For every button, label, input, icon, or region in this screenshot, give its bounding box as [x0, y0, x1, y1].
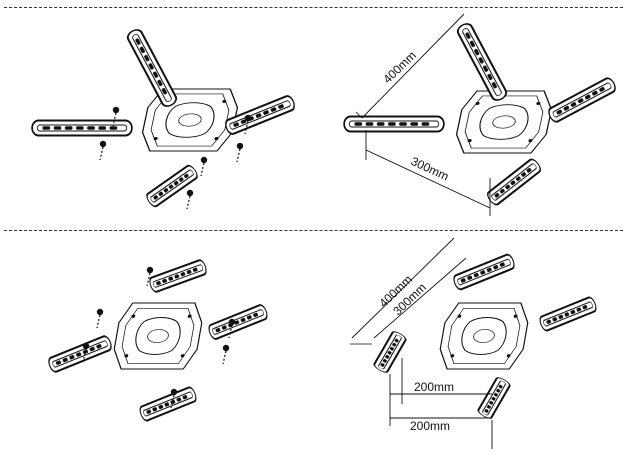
section-divider-middle [4, 230, 623, 231]
mounting-arm-top [124, 26, 180, 110]
mounting-arm-bottom [476, 375, 512, 421]
mounting-arm-top [454, 20, 510, 104]
screw-icon [236, 142, 244, 163]
mounting-arm-left [31, 119, 133, 137]
dimension-line-400 [355, 13, 465, 119]
screw-icon [96, 308, 104, 329]
dimension-line-300 [365, 130, 491, 216]
wall-plate [451, 90, 557, 154]
dimension-lines-vertical [350, 237, 467, 345]
wall-plate [137, 88, 243, 152]
bracket-assembled-short-arms: 400mm 300mm 200mm 200mm [350, 237, 599, 449]
bracket-exploded-long-arms [31, 26, 298, 210]
mounting-arm-left [46, 333, 114, 375]
screw-icon [200, 156, 208, 177]
dimension-label-300: 300mm [409, 154, 451, 184]
dimension-label-200-lower: 200mm [410, 419, 450, 433]
dimension-label-200-upper: 200mm [414, 380, 454, 394]
mounting-arm-bottom [137, 385, 199, 423]
mounting-arm-top [147, 258, 209, 294]
mounting-arm-right [545, 75, 619, 125]
wall-plate [436, 302, 532, 370]
mounting-arm-right [537, 295, 599, 333]
bracket-assembled-long-arms: 400mm 300mm [343, 13, 619, 216]
section-divider-top [4, 7, 623, 8]
mounting-arm-right [206, 302, 270, 342]
wall-plate [110, 302, 206, 370]
dimension-lines-horizontal [389, 358, 493, 449]
screw-icon [222, 344, 230, 365]
mounting-arm-top [451, 252, 517, 292]
bracket-exploded-short-arms [46, 258, 270, 423]
screw-icon [99, 140, 107, 161]
mounting-arm-left [343, 115, 445, 133]
mounting-arm-bottom [484, 156, 544, 208]
dimension-label-400: 400mm [380, 48, 419, 86]
screw-icon [186, 189, 194, 210]
mounting-arm-bottom [144, 163, 200, 209]
